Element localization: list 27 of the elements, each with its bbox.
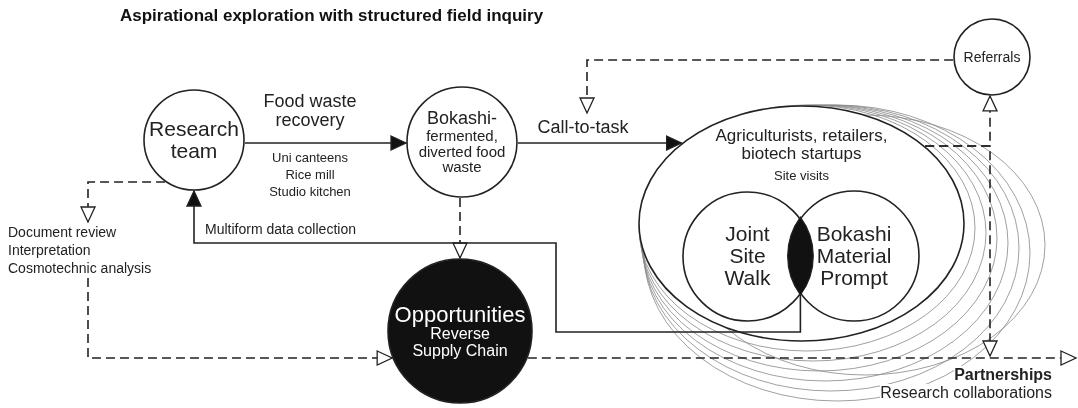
- arrow: [924, 145, 998, 357]
- node-label: Bokashi-: [427, 108, 497, 128]
- arrow: [244, 135, 407, 151]
- node-label: Partnerships: [954, 366, 1052, 384]
- node-label: fermented, diverted food waste: [417, 127, 507, 176]
- node-label: Joint Site Walk: [723, 222, 772, 290]
- node-label: Research team: [148, 117, 240, 163]
- node-label: Referrals: [963, 49, 1021, 65]
- node-label: Site visits: [774, 168, 829, 183]
- arrow: [80, 181, 166, 223]
- node-label: Opportunities: [394, 302, 526, 326]
- arrow: [452, 197, 468, 259]
- ellipse-node: [638, 105, 965, 342]
- arrow: [579, 59, 954, 114]
- arrow: [87, 277, 393, 366]
- arrow: [517, 135, 683, 151]
- circle-node: [406, 86, 518, 198]
- node-label: Agriculturists, retailers, biotech startups: [714, 127, 889, 163]
- node-label: Bokashi Material Prompt: [815, 222, 893, 290]
- diagram-title: Aspirational exploration with structured field inquiry: [120, 6, 544, 26]
- arrow: [527, 350, 1077, 366]
- node-label: Interpretation: [8, 241, 91, 259]
- circle-node: [387, 258, 533, 404]
- circle-node: [953, 18, 1031, 96]
- node-label: Cosmotechnic analysis: [8, 259, 152, 277]
- overlap-lens: [788, 217, 813, 295]
- circle-node: [143, 89, 245, 191]
